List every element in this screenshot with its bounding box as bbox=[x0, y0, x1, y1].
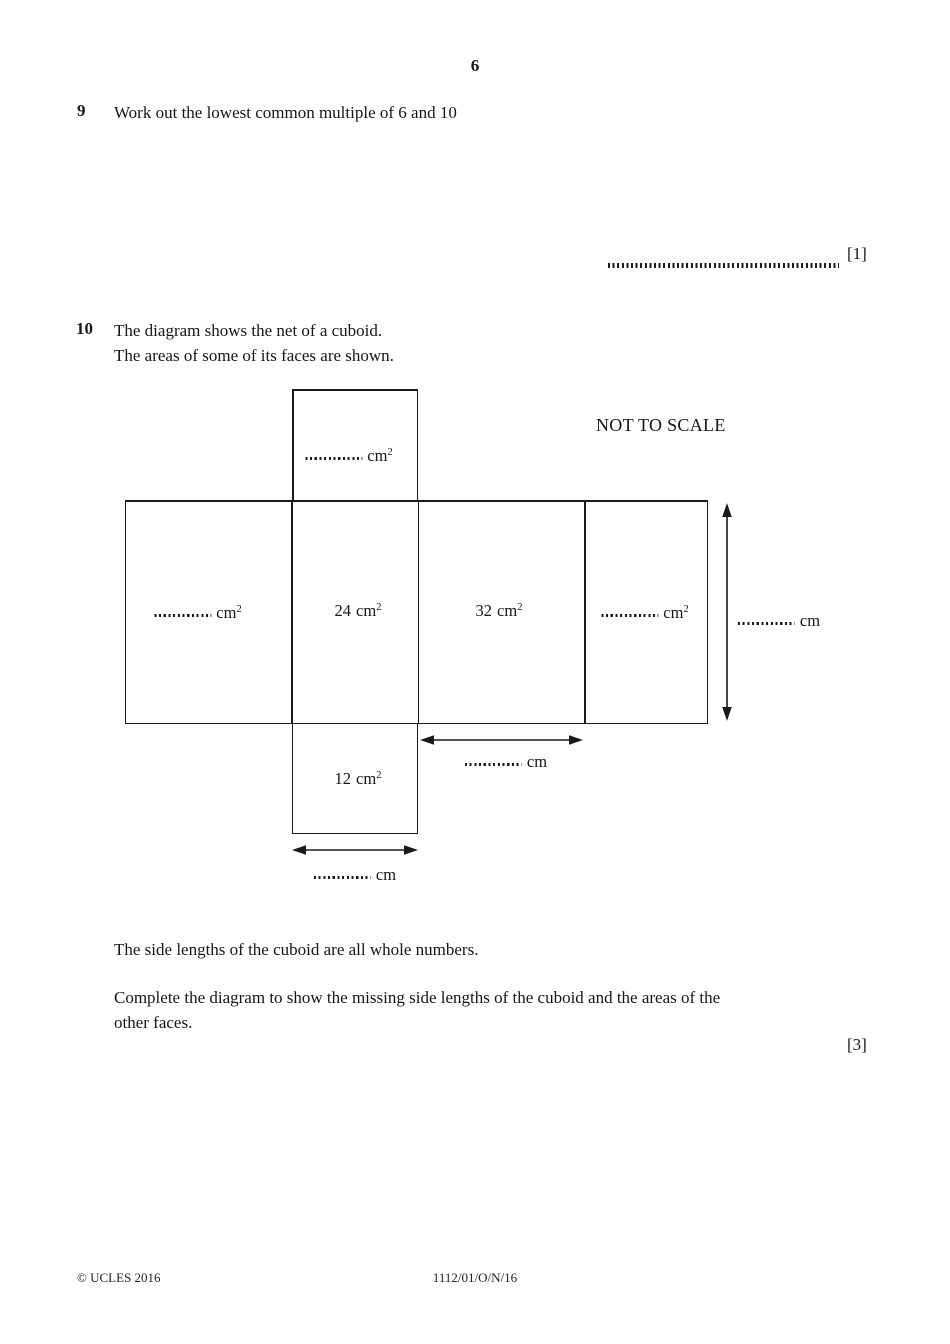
footer-copyright: © UCLES 2016 bbox=[77, 1270, 161, 1285]
area-value: 24 bbox=[334, 601, 352, 620]
height-dimension-arrow bbox=[722, 503, 732, 721]
q9-prompt: Work out the lowest common multiple of 6… bbox=[114, 103, 457, 122]
area-unit: cm bbox=[356, 601, 377, 620]
area-unit-exponent: 2 bbox=[376, 602, 382, 613]
q10-marks: [3] bbox=[847, 1035, 867, 1054]
width-dimension-label: cm bbox=[313, 865, 397, 885]
area-unit-exponent: 2 bbox=[376, 770, 382, 781]
top-face-area-label: cm2 bbox=[305, 446, 393, 466]
area-unit: cm bbox=[367, 446, 388, 465]
dimension-unit: cm bbox=[375, 865, 397, 884]
q9-number: 9 bbox=[77, 101, 86, 120]
net-top-face bbox=[292, 389, 418, 501]
net-divider-left bbox=[291, 500, 294, 724]
net-divider-right bbox=[583, 500, 586, 724]
area-blank-line bbox=[305, 457, 363, 460]
dimension-blank-line bbox=[737, 622, 795, 625]
q10-intro-line1: The diagram shows the net of a cuboid. bbox=[114, 321, 383, 340]
net-main-row bbox=[125, 500, 708, 724]
area-blank-line bbox=[154, 614, 212, 617]
q10-instruction: Complete the diagram to show the missing… bbox=[114, 986, 720, 1035]
q10-instruction-line1: Complete the diagram to show the missing… bbox=[114, 988, 721, 1007]
depth-dimension-label: cm bbox=[464, 752, 548, 772]
dimension-blank-line bbox=[313, 876, 371, 879]
area-unit: cm bbox=[497, 601, 518, 620]
height-dimension-label: cm bbox=[737, 611, 821, 631]
depth-dimension-arrow bbox=[420, 735, 583, 745]
area-unit: cm bbox=[663, 603, 684, 622]
area-value: 12 bbox=[334, 769, 352, 788]
q10-intro-line2: The areas of some of its faces are shown… bbox=[114, 345, 394, 365]
area-unit-exponent: 2 bbox=[387, 447, 393, 458]
q10-number: 10 bbox=[76, 319, 93, 338]
area-unit: cm bbox=[356, 769, 377, 788]
q10-instruction-line2: other faces. bbox=[114, 1012, 193, 1032]
area-unit: cm bbox=[216, 603, 237, 622]
area-value: 32 bbox=[475, 601, 493, 620]
net-divider-middle bbox=[417, 500, 419, 724]
width-dimension-arrow bbox=[292, 845, 418, 855]
q10-intro: The diagram shows the net of a cuboid. T… bbox=[114, 319, 394, 368]
right-face-area-label: cm2 bbox=[601, 603, 689, 623]
dimension-unit: cm bbox=[799, 611, 821, 630]
dimension-unit: cm bbox=[526, 752, 548, 771]
area-unit-exponent: 2 bbox=[683, 604, 689, 615]
q9-answer-line bbox=[608, 263, 839, 268]
q9-marks: [1] bbox=[847, 244, 867, 263]
net-bottom-face bbox=[292, 724, 418, 834]
area-unit-exponent: 2 bbox=[236, 604, 242, 615]
page-number: 6 bbox=[470, 56, 480, 75]
q10-statement: The side lengths of the cuboid are all w… bbox=[114, 940, 479, 959]
not-to-scale-note: NOT TO SCALE bbox=[596, 415, 726, 435]
footer-paper-code: 1112/01/O/N/16 bbox=[432, 1270, 518, 1285]
left-face-area-label: cm2 bbox=[154, 603, 242, 623]
area-blank-line bbox=[601, 614, 659, 617]
dimension-blank-line bbox=[464, 763, 522, 766]
area-unit-exponent: 2 bbox=[517, 602, 523, 613]
